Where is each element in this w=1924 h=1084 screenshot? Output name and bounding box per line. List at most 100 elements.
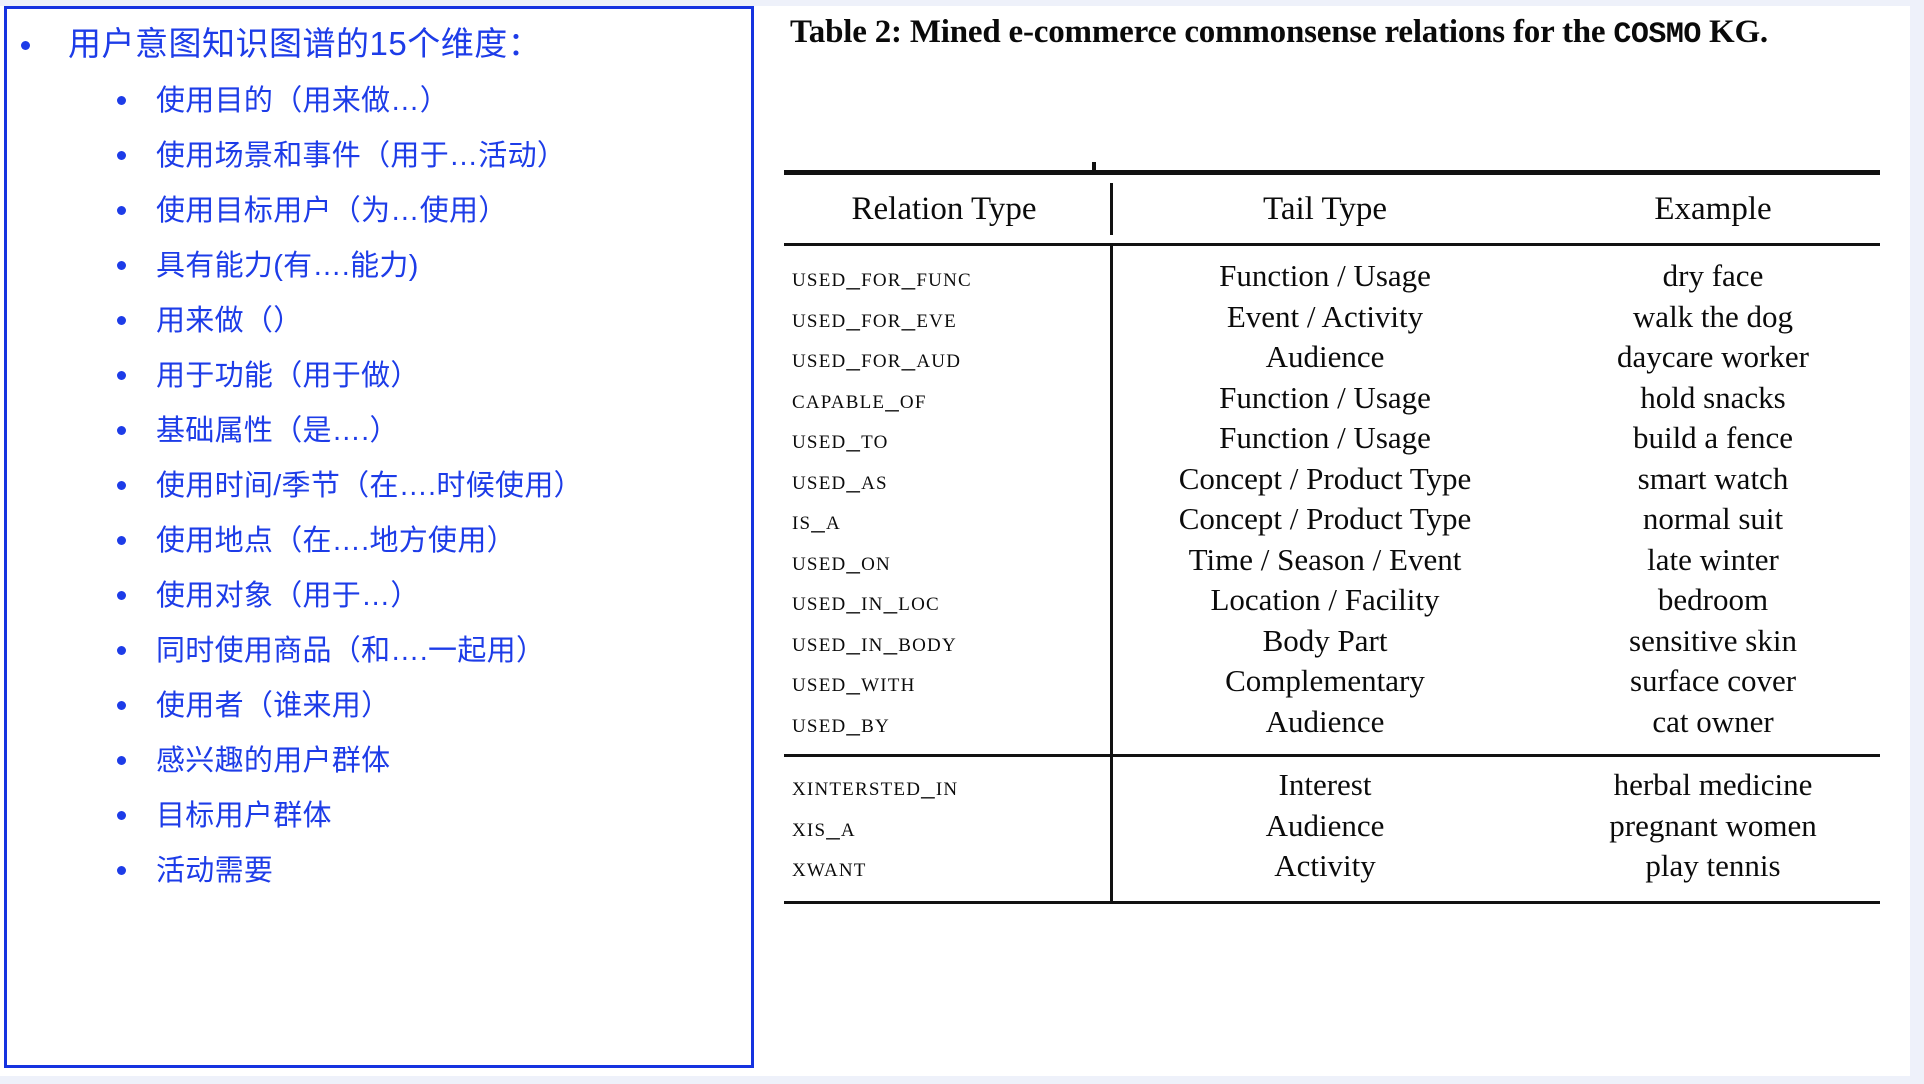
bullet-dot-icon bbox=[117, 591, 126, 600]
bullet-dot-icon bbox=[117, 536, 126, 545]
table-row: USED_FOR_FUNC Function / Usage dry face bbox=[784, 258, 1884, 299]
table-row: USED_WITH Complementary surface cover bbox=[784, 663, 1884, 704]
cell-example: smart watch bbox=[1637, 460, 1789, 496]
bullet-dot-icon bbox=[117, 866, 126, 875]
table-row: USED_IN_BODY Body Part sensitive skin bbox=[784, 623, 1884, 664]
list-item: 感兴趣的用户群体 bbox=[7, 742, 751, 780]
bullet-dot-icon bbox=[117, 151, 126, 160]
cell-example: daycare worker bbox=[1617, 339, 1809, 374]
table-header-group: Relation Type Tail Type Example bbox=[784, 175, 1884, 243]
bullet-dot-icon bbox=[117, 481, 126, 490]
list-item: 目标用户群体 bbox=[7, 797, 751, 835]
cell-example: herbal medicine bbox=[1613, 767, 1813, 802]
dimension-label: 用于功能（用于做） bbox=[156, 360, 420, 392]
dimension-label: 具有能力(有….能力) bbox=[156, 250, 419, 282]
header-tail-type: Tail Type bbox=[1263, 190, 1387, 227]
cell-relation-type: USED_FOR_AUD bbox=[792, 343, 962, 373]
cell-example: walk the dog bbox=[1632, 298, 1794, 334]
dimension-label: 感兴趣的用户群体 bbox=[156, 745, 391, 777]
cell-example: dry face bbox=[1662, 258, 1764, 293]
bullet-dot-icon bbox=[117, 96, 126, 105]
caption-kg-name: COSMO bbox=[1613, 18, 1701, 52]
dimensions-panel: 用户意图知识图谱的15个维度： 使用目的（用来做…）使用场景和事件（用于…活动）… bbox=[4, 6, 754, 1068]
bullet-dot-icon bbox=[21, 41, 30, 50]
cell-relation-type: USED_IN_LOC bbox=[792, 586, 940, 616]
dimension-label: 同时使用商品（和….一起用） bbox=[156, 635, 546, 667]
bullet-dot-icon bbox=[117, 701, 126, 710]
cell-tail-type: Audience bbox=[1265, 339, 1385, 374]
table-top-rule bbox=[784, 170, 1880, 175]
bullet-dot-icon bbox=[117, 206, 126, 215]
page-edge-tint-top bbox=[0, 0, 1924, 6]
cell-relation-type: USED_FOR_FUNC bbox=[792, 262, 972, 292]
table-row: CAPABLE_OF Function / Usage hold snacks bbox=[784, 380, 1884, 421]
table-row: USED_IN_LOC Location / Facility bedroom bbox=[784, 582, 1884, 623]
cell-tail-type: Complementary bbox=[1225, 663, 1425, 698]
body-column-divider-2 bbox=[1110, 757, 1113, 901]
dimension-label: 目标用户群体 bbox=[156, 800, 332, 832]
cell-relation-type: USED_TO bbox=[792, 424, 889, 454]
list-item: 同时使用商品（和….一起用） bbox=[7, 632, 751, 670]
dimension-label: 使用地点（在….地方使用） bbox=[156, 525, 516, 557]
cell-example: play tennis bbox=[1645, 848, 1781, 883]
cell-tail-type: Concept / Product Type bbox=[1178, 460, 1472, 496]
cell-example: bedroom bbox=[1657, 582, 1769, 617]
bullet-dot-icon bbox=[117, 426, 126, 435]
cell-tail-type: Audience bbox=[1265, 807, 1385, 843]
dimension-label: 活动需要 bbox=[156, 855, 274, 887]
dimension-label: 使用对象（用于…） bbox=[156, 580, 420, 612]
cell-example: hold snacks bbox=[1640, 379, 1786, 415]
header-column-divider bbox=[1110, 183, 1113, 235]
table-row: xIntersted_in Interest herbal medicine bbox=[784, 767, 1884, 808]
list-item: 使用地点（在….地方使用） bbox=[7, 522, 751, 560]
list-item: 活动需要 bbox=[7, 852, 751, 890]
list-item: 使用者（谁来用） bbox=[7, 687, 751, 725]
list-item: 使用目的（用来做…） bbox=[7, 82, 751, 120]
cell-example: surface cover bbox=[1629, 663, 1797, 698]
caption-prefix: Table 2: Mined e-commerce commonsense re… bbox=[790, 14, 1614, 50]
cell-relation-type: USED_BY bbox=[792, 707, 890, 738]
table-bottom-rule bbox=[784, 900, 1880, 904]
cell-example: cat owner bbox=[1652, 703, 1774, 739]
list-item: 使用场景和事件（用于…活动） bbox=[7, 137, 751, 175]
cell-tail-type: Time / Season / Event bbox=[1188, 541, 1462, 577]
bullet-dot-icon bbox=[117, 756, 126, 765]
cell-example: sensitive skin bbox=[1629, 622, 1797, 658]
bullet-dot-icon bbox=[117, 371, 126, 380]
cell-tail-type: Location / Facility bbox=[1210, 582, 1440, 617]
cell-example: pregnant women bbox=[1609, 807, 1817, 843]
dimension-label: 使用目标用户（为…使用） bbox=[156, 195, 508, 227]
cell-tail-type: Function / Usage bbox=[1219, 258, 1431, 293]
cell-tail-type: Function / Usage bbox=[1219, 379, 1431, 415]
cell-relation-type: CAPABLE_OF bbox=[792, 383, 927, 414]
cell-example: normal suit bbox=[1642, 501, 1784, 536]
header-relation-type: Relation Type bbox=[851, 190, 1037, 227]
cell-relation-type: USED_WITH bbox=[792, 667, 916, 697]
cell-tail-type: Activity bbox=[1274, 848, 1376, 883]
dimension-label: 用来做（） bbox=[156, 305, 303, 337]
table-row: USED_BYAudiencecat owner bbox=[784, 704, 1884, 745]
cell-tail-type: Interest bbox=[1278, 767, 1372, 802]
cell-tail-type: Event / Activity bbox=[1226, 298, 1424, 334]
cell-example: late winter bbox=[1647, 541, 1779, 577]
cell-tail-type: Concept / Product Type bbox=[1178, 501, 1472, 536]
cell-relation-type: IS_A bbox=[792, 505, 841, 535]
bullet-dot-icon bbox=[117, 261, 126, 270]
dimensions-sublist: 使用目的（用来做…） 使用场景和事件（用于…活动） 使用目标用户（为…使用） 具有能力… bbox=[7, 82, 751, 890]
list-item: 使用对象（用于…） bbox=[7, 577, 751, 615]
table-row: USED_FOR_AUD Audience daycare worker bbox=[784, 339, 1884, 380]
cell-relation-type: xIntersted_in bbox=[792, 771, 959, 801]
page-edge-tint-bottom bbox=[0, 1076, 1924, 1084]
table-header-rule bbox=[784, 243, 1880, 246]
bullet-dot-icon bbox=[117, 646, 126, 655]
cell-tail-type: Body Part bbox=[1262, 622, 1388, 658]
stray-period-artifact bbox=[1092, 162, 1096, 171]
dimension-label: 使用者（谁来用） bbox=[156, 690, 391, 722]
cell-relation-type: USED_IN_BODY bbox=[792, 626, 957, 657]
